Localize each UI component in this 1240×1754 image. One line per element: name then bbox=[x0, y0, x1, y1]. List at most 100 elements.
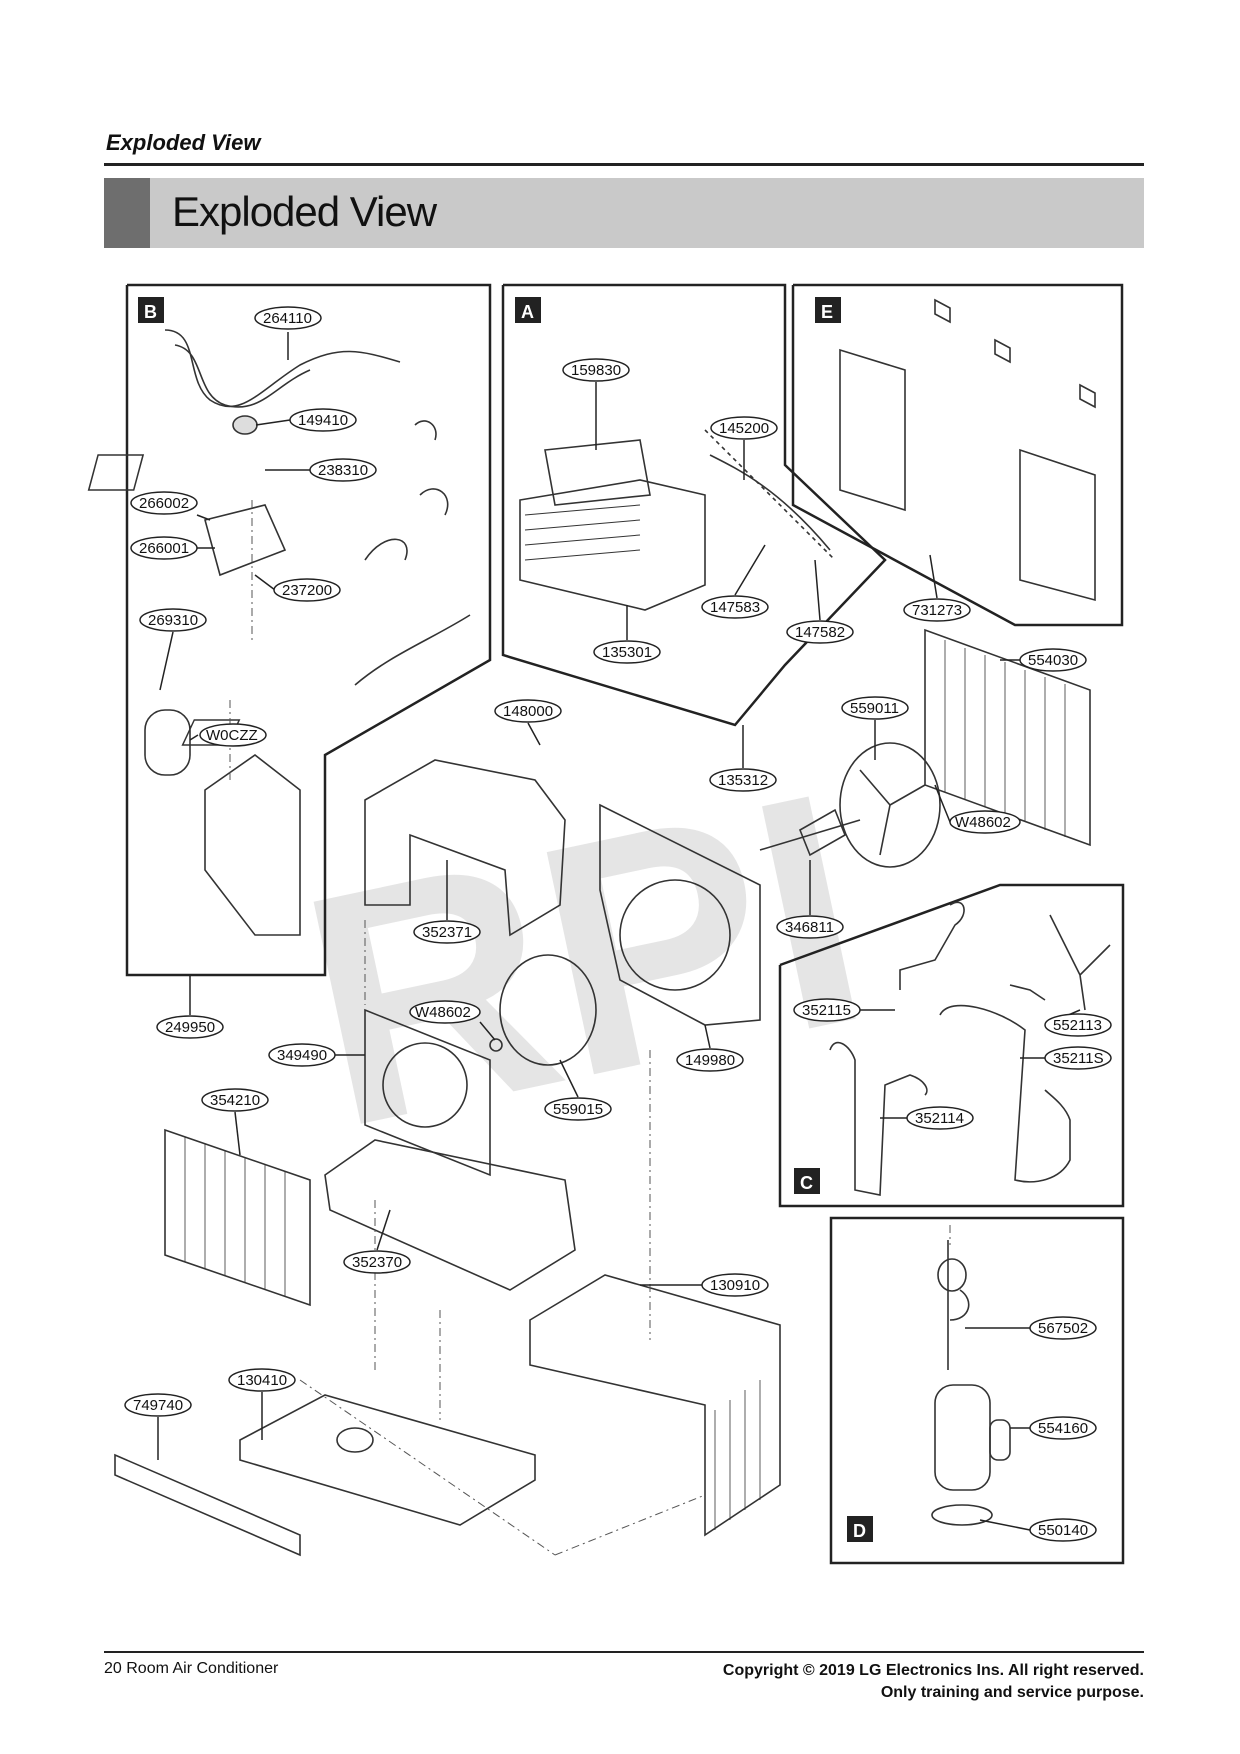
part-callout-349490: 349490 bbox=[268, 1043, 365, 1067]
part-callout-352115: 352115 bbox=[793, 998, 895, 1022]
frame-section-c bbox=[778, 883, 1125, 1208]
part-callout-352370: 352370 bbox=[343, 1209, 411, 1274]
part-callout-159830: 159830 bbox=[562, 358, 630, 450]
part-callout-149980: 149980 bbox=[676, 1024, 744, 1072]
part-callout-135301: 135301 bbox=[593, 605, 661, 664]
electrical-bracket-drawing bbox=[204, 754, 301, 936]
svg-text:731273: 731273 bbox=[912, 602, 962, 619]
section-badge-b: B bbox=[138, 297, 164, 323]
blower-wheel-drawing bbox=[499, 954, 597, 1066]
svg-text:552113: 552113 bbox=[1053, 1017, 1102, 1034]
part-callout-35211S: 35211S bbox=[1020, 1046, 1112, 1070]
section-badge-e: E bbox=[815, 297, 841, 323]
frame-section-e bbox=[791, 283, 1124, 627]
svg-text:352114: 352114 bbox=[915, 1110, 964, 1127]
base-pan-drawing bbox=[239, 1394, 536, 1526]
svg-text:148000: 148000 bbox=[503, 703, 553, 720]
part-callout-145200: 145200 bbox=[710, 416, 778, 480]
board-drawing bbox=[87, 454, 145, 491]
control-box-drawing bbox=[204, 504, 287, 577]
svg-text:269310: 269310 bbox=[148, 612, 198, 629]
part-callout-554160: 554160 bbox=[1010, 1416, 1097, 1440]
svg-text:249950: 249950 bbox=[165, 1019, 215, 1036]
part-callout-567502: 567502 bbox=[965, 1316, 1097, 1340]
footer-purpose: Only training and service purpose. bbox=[880, 1684, 1144, 1701]
part-callout-130910: 130910 bbox=[640, 1273, 769, 1297]
footer-copyright-block: Copyright © 2019 LG Electronics Ins. All… bbox=[723, 1660, 1144, 1704]
svg-text:266002: 266002 bbox=[139, 495, 189, 512]
part-drawings bbox=[87, 298, 1111, 1557]
part-callout-249950: 249950 bbox=[156, 975, 224, 1039]
svg-text:135301: 135301 bbox=[602, 644, 652, 661]
svg-text:147582: 147582 bbox=[795, 624, 845, 641]
svg-text:352371: 352371 bbox=[422, 924, 472, 941]
valve-assembly-drawing bbox=[947, 1240, 970, 1370]
part-callout-238310: 238310 bbox=[265, 458, 377, 482]
svg-text:749740: 749740 bbox=[133, 1397, 183, 1414]
svg-text:E: E bbox=[821, 302, 833, 322]
svg-text:159830: 159830 bbox=[571, 362, 621, 379]
part-callout-266002: 266002 bbox=[130, 491, 211, 521]
svg-text:550140: 550140 bbox=[1038, 1522, 1088, 1539]
cabinet-drawing bbox=[529, 1274, 781, 1537]
title-banner: Exploded View bbox=[104, 178, 1144, 248]
part-callout-135312: 135312 bbox=[709, 725, 777, 792]
wire-harness-drawing bbox=[364, 420, 449, 561]
front-frame-drawing bbox=[364, 1008, 491, 1177]
watermark: RPI bbox=[277, 722, 892, 1197]
part-callout-346811: 346811 bbox=[776, 860, 844, 939]
part-callout-264110: 264110 bbox=[254, 306, 322, 360]
svg-text:147583: 147583 bbox=[710, 599, 760, 616]
part-callout-550140: 550140 bbox=[979, 1518, 1097, 1542]
section-badge-c: C bbox=[794, 1168, 820, 1194]
svg-text:149980: 149980 bbox=[685, 1052, 735, 1069]
svg-text:346811: 346811 bbox=[785, 919, 834, 936]
part-callout-559011: 559011 bbox=[841, 696, 909, 760]
svg-text:567502: 567502 bbox=[1038, 1320, 1088, 1337]
part-callout-130410: 130410 bbox=[228, 1368, 296, 1440]
part-callout-W48602-b: W48602 bbox=[409, 1000, 496, 1041]
svg-text:237200: 237200 bbox=[282, 582, 332, 599]
cap-part-drawing bbox=[232, 415, 258, 435]
svg-text:264110: 264110 bbox=[263, 310, 312, 327]
svg-text:130410: 130410 bbox=[237, 1372, 287, 1389]
svg-text:352370: 352370 bbox=[352, 1254, 402, 1271]
svg-text:W48602: W48602 bbox=[415, 1004, 471, 1021]
capacitor-drawing bbox=[144, 709, 191, 776]
orifice-shroud-drawing bbox=[364, 759, 566, 937]
part-callout-W0CZZ: W0CZZ bbox=[189, 723, 267, 747]
part-callout-269310: 269310 bbox=[139, 608, 207, 691]
svg-text:145200: 145200 bbox=[719, 420, 769, 437]
part-callout-559015: 559015 bbox=[544, 1059, 612, 1121]
frame-section-d bbox=[829, 1216, 1125, 1565]
header-rule bbox=[104, 163, 1144, 166]
part-callout-749740: 749740 bbox=[124, 1393, 192, 1460]
section-badge-d: D bbox=[847, 1516, 873, 1542]
footer-rule bbox=[104, 1651, 1144, 1653]
page-title: Exploded View bbox=[172, 188, 437, 235]
svg-text:559011: 559011 bbox=[850, 700, 899, 717]
part-callout-354210: 354210 bbox=[201, 1088, 269, 1156]
part-callout-148000: 148000 bbox=[494, 699, 562, 746]
part-callout-731273: 731273 bbox=[903, 554, 971, 622]
louver-drawing bbox=[709, 454, 831, 551]
svg-text:C: C bbox=[800, 1173, 813, 1193]
pipe-352114-drawing bbox=[829, 1041, 928, 1196]
pipe-35211S-drawing bbox=[939, 1004, 1071, 1183]
part-callout-237200: 237200 bbox=[254, 574, 341, 602]
motor-drawing bbox=[798, 808, 847, 857]
side-curtain-right-drawing bbox=[1019, 448, 1096, 602]
power-cord-drawing bbox=[164, 329, 401, 408]
svg-text:554030: 554030 bbox=[1028, 652, 1078, 669]
compressor-drawing bbox=[934, 1384, 991, 1491]
svg-text:559015: 559015 bbox=[553, 1101, 603, 1118]
svg-text:266001: 266001 bbox=[139, 540, 189, 557]
svg-text:238310: 238310 bbox=[318, 462, 368, 479]
part-callout-W48602-a: W48602 bbox=[934, 784, 1021, 834]
pipe-552113-drawing bbox=[1009, 914, 1111, 1011]
footer-page-info: 20 Room Air Conditioner bbox=[104, 1660, 279, 1677]
part-callout-554030: 554030 bbox=[1000, 648, 1087, 672]
footer-copyright: Copyright © 2019 LG Electronics Ins. All… bbox=[722, 1662, 1144, 1679]
drain-pan-drawing bbox=[324, 1139, 576, 1291]
